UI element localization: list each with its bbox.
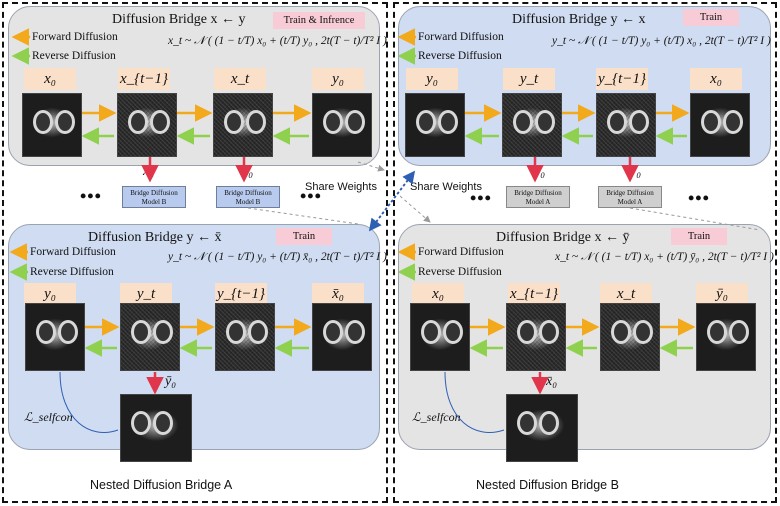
bridge-model-a: Bridge Diffusion Model A: [506, 186, 570, 208]
legend-reverse: Reverse Diffusion: [30, 266, 114, 278]
legend-arrows: [9, 28, 416, 281]
mri-image: [312, 303, 372, 371]
self-consistency-loss: ℒ_selfcon: [24, 410, 73, 424]
mri-image: [502, 93, 562, 157]
chain-bottom-left: [59, 318, 312, 433]
output-label: ȳ₀: [165, 374, 177, 389]
chain-top-left: [81, 104, 312, 183]
chain-top-right: [464, 104, 690, 183]
state-label: x₀: [412, 283, 464, 305]
mri-image: [120, 303, 180, 371]
state-label: x_{t−1}: [508, 283, 560, 305]
legend-forward: Forward Diffusion: [418, 31, 504, 43]
state-label: y_t: [503, 68, 555, 90]
mri-image: [215, 303, 275, 371]
state-label: x₀: [24, 68, 76, 90]
self-consistency-loss: ℒ_selfcon: [412, 410, 461, 424]
share-weights-label: Share Weights: [305, 181, 377, 193]
mode-badge: Train: [276, 228, 332, 245]
mri-output-image: [120, 394, 192, 462]
share-weights-label: Share Weights: [410, 181, 482, 193]
state-label: y₀: [406, 68, 458, 90]
ellipsis: •••: [300, 186, 322, 206]
caption-nested-bridge-a: Nested Diffusion Bridge A: [90, 478, 233, 492]
state-label: y_{t−1}: [596, 68, 648, 90]
ellipsis: •••: [470, 188, 492, 208]
panel-title: Diffusion Bridge y ← x̄: [88, 230, 222, 245]
bridge-formula: y_t ~ 𝒩 ( (1 − t/T) y₀ + (t/T) x₀ , 2t(T…: [552, 35, 771, 47]
ellipsis: •••: [80, 186, 102, 206]
state-label: x̄₀: [312, 283, 364, 305]
panel-title: Diffusion Bridge x ← ȳ: [496, 230, 630, 245]
mode-badge: Train & Infrence: [273, 12, 365, 29]
mri-image: [117, 93, 177, 157]
state-label: ȳ₀: [696, 283, 748, 305]
mri-image: [213, 93, 273, 157]
bridge-formula: x_t ~ 𝒩 ( (1 − t/T) x₀ + (t/T) y₀ , 2t(T…: [168, 35, 387, 47]
state-label: x_t: [214, 68, 266, 90]
state-label: x_{t−1}: [118, 68, 170, 90]
state-label: y_t: [120, 283, 172, 305]
mri-image: [25, 303, 85, 371]
mode-badge: Train: [683, 9, 739, 26]
nested-bridge-a-frame: [2, 2, 388, 503]
bridge-formula: y_t ~ 𝒩 ( (1 − t/T) y₀ + (t/T) x̄₀ , 2t(…: [168, 251, 387, 263]
legend-reverse: Reverse Diffusion: [32, 50, 116, 62]
panel-title: Diffusion Bridge x ← y: [112, 12, 246, 27]
mri-image: [690, 93, 750, 157]
mri-image: [600, 303, 660, 371]
ellipsis: •••: [688, 188, 710, 208]
legend-reverse: Reverse Diffusion: [418, 50, 502, 62]
panel-title: Diffusion Bridge y ← x: [512, 12, 646, 27]
legend-reverse: Reverse Diffusion: [418, 266, 502, 278]
caption-nested-bridge-b: Nested Diffusion Bridge B: [476, 478, 619, 492]
mode-badge: Train: [671, 228, 727, 245]
share-weights-links: [247, 161, 761, 232]
legend-forward: Forward Diffusion: [30, 246, 116, 258]
mri-image: [410, 303, 470, 371]
bridge-model-a: Bridge Diffusion Model A: [598, 186, 662, 208]
bridge-model-b: Bridge Diffusion Model B: [122, 186, 186, 208]
state-label: x_t: [600, 283, 652, 305]
mri-output-image: [506, 394, 578, 462]
mri-image: [596, 93, 656, 157]
state-label: y₀: [312, 68, 364, 90]
nested-bridge-b-frame: [393, 2, 777, 503]
state-label: y₀: [24, 283, 76, 305]
legend-forward: Forward Diffusion: [32, 31, 118, 43]
mri-image: [405, 93, 465, 157]
state-label: x₀: [690, 68, 742, 90]
legend-forward: Forward Diffusion: [418, 246, 504, 258]
chain-bottom-right: [444, 318, 696, 433]
mri-image: [696, 303, 756, 371]
bridge-model-b: Bridge Diffusion Model B: [216, 186, 280, 208]
state-label: y_{t−1}: [215, 283, 267, 305]
bridge-formula: x_t ~ 𝒩 ( (1 − t/T) x₀ + (t/T) ȳ₀ , 2t(T…: [555, 251, 774, 263]
mri-image: [22, 93, 82, 157]
mri-image: [506, 303, 566, 371]
output-label: x̄₀: [546, 374, 558, 389]
mri-image: [312, 93, 372, 157]
